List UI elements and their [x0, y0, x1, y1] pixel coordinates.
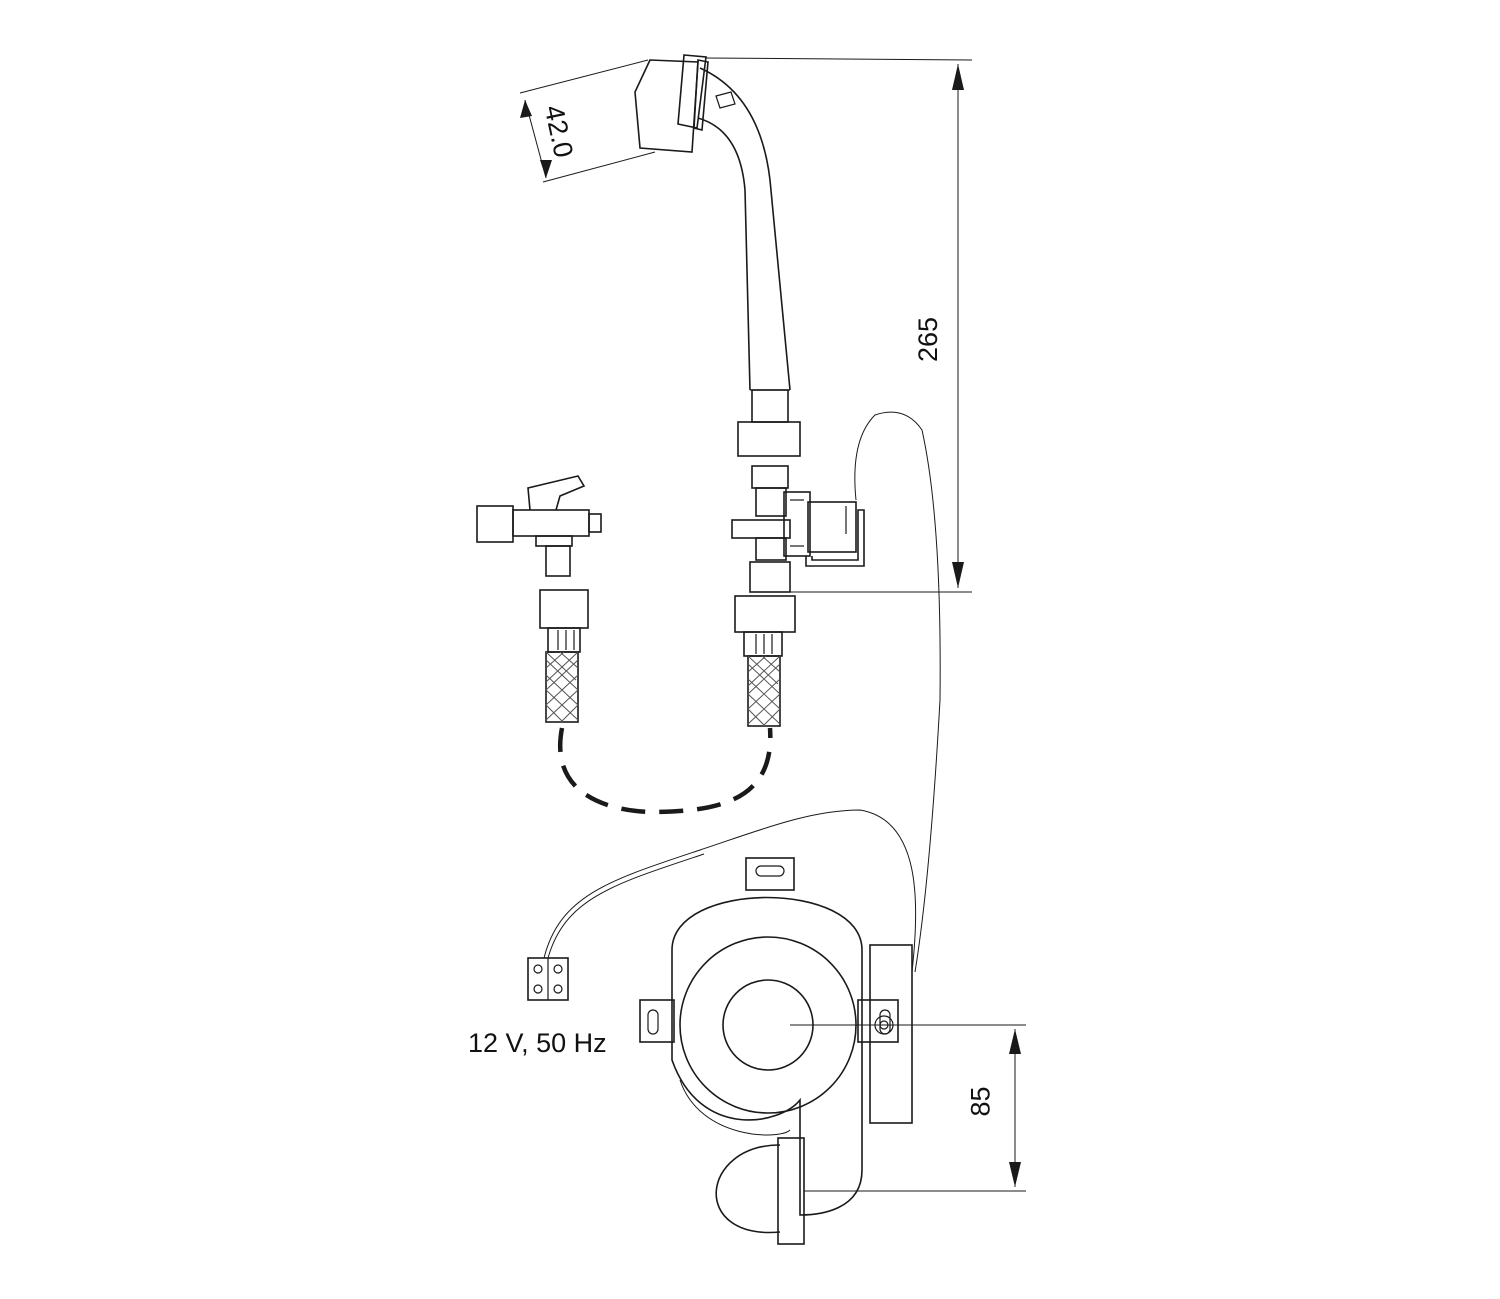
vertical-hose	[737, 179, 801, 489]
dim-265	[704, 57, 973, 593]
left-hose-end	[539, 589, 589, 723]
dim-label-265: 265	[913, 316, 944, 363]
solenoid-valve	[731, 411, 941, 973]
flexible-hose-dashed	[558, 727, 773, 815]
right-hose-end	[734, 595, 796, 727]
control-unit	[639, 857, 913, 1245]
dim-42	[519, 59, 656, 183]
power-spec-label: 12 V, 50 Hz	[468, 1028, 607, 1058]
power-connector	[527, 809, 917, 1001]
dim-label-85: 85	[965, 1086, 996, 1117]
ball-valve	[476, 475, 602, 577]
dim-85	[790, 1024, 1026, 1192]
nozzle-head	[634, 54, 771, 191]
